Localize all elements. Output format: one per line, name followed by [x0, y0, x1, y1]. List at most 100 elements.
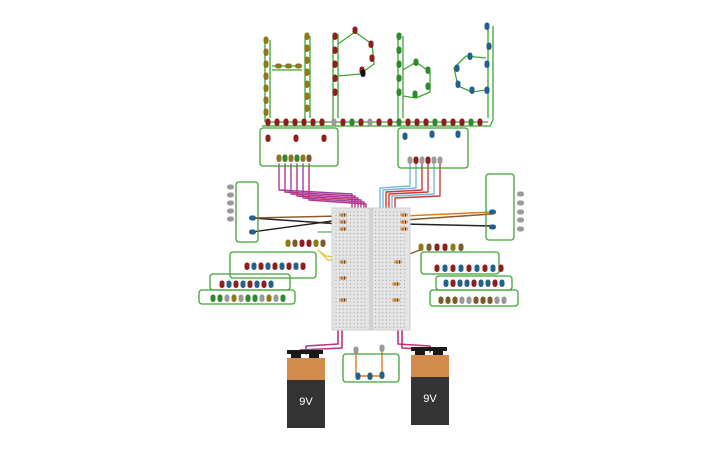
breadboard-hole: [364, 319, 366, 321]
breadboard-hole: [389, 233, 391, 235]
breadboard-hole: [378, 265, 380, 267]
led: [405, 118, 411, 126]
led: [517, 217, 524, 223]
led: [474, 264, 480, 272]
breadboard-hole: [360, 308, 362, 310]
battery-cap: [411, 355, 449, 377]
breadboard-hole: [335, 283, 337, 285]
breadboard-hole: [378, 301, 380, 303]
led: [283, 118, 289, 126]
breadboard-hole: [389, 319, 391, 321]
breadboard-hole: [396, 326, 398, 328]
led: [489, 209, 496, 215]
led: [413, 156, 419, 164]
breadboard-hole: [346, 312, 348, 314]
breadboard-hole: [346, 319, 348, 321]
breadboard-hole: [378, 240, 380, 242]
led: [286, 262, 292, 270]
resistor: [339, 298, 347, 302]
breadboard-hole: [400, 233, 402, 235]
led: [466, 296, 472, 304]
breadboard-hole: [339, 225, 341, 227]
breadboard-hole: [382, 247, 384, 249]
breadboard-hole: [339, 233, 341, 235]
led: [478, 279, 484, 287]
led: [231, 294, 237, 302]
breadboard-hole: [393, 247, 395, 249]
breadboard-hole: [335, 315, 337, 317]
breadboard-hole: [339, 269, 341, 271]
breadboard-hole: [339, 301, 341, 303]
led: [227, 192, 234, 198]
breadboard-hole: [396, 222, 398, 224]
breadboard-hole: [382, 294, 384, 296]
breadboard-hole: [378, 229, 380, 231]
breadboard-hole: [403, 308, 405, 310]
led-trace-outline: [429, 289, 519, 307]
breadboard-hole: [378, 308, 380, 310]
breadboard-hole: [385, 265, 387, 267]
led: [367, 118, 373, 126]
led: [396, 118, 402, 126]
breadboard-hole: [389, 229, 391, 231]
breadboard-hole: [385, 312, 387, 314]
breadboard-hole: [335, 233, 337, 235]
breadboard-hole: [375, 290, 377, 292]
breadboard-hole: [385, 233, 387, 235]
breadboard-hole: [378, 315, 380, 317]
breadboard-hole: [353, 261, 355, 263]
breadboard-hole: [389, 283, 391, 285]
breadboard-hole: [357, 305, 359, 307]
led: [288, 154, 294, 162]
led: [321, 134, 327, 142]
led-trace-outline: [235, 181, 259, 243]
breadboard-hole: [389, 247, 391, 249]
breadboard-hole: [403, 240, 405, 242]
breadboard-hole: [346, 240, 348, 242]
breadboard-hole: [353, 301, 355, 303]
breadboard-hole: [346, 254, 348, 256]
breadboard-hole: [349, 308, 351, 310]
breadboard-hole: [403, 211, 405, 213]
breadboard-hole: [364, 276, 366, 278]
breadboard-hole: [357, 236, 359, 238]
breadboard-hole: [385, 319, 387, 321]
wire: [251, 219, 341, 233]
led: [477, 118, 483, 126]
led: [490, 264, 496, 272]
breadboard-hole: [382, 315, 384, 317]
breadboard-hole: [389, 287, 391, 289]
breadboard-hole: [357, 243, 359, 245]
breadboard-hole: [342, 265, 344, 267]
led: [423, 118, 429, 126]
breadboard-hole: [364, 225, 366, 227]
breadboard-hole: [396, 276, 398, 278]
led: [457, 279, 463, 287]
breadboard-hole: [357, 233, 359, 235]
led: [360, 69, 366, 77]
breadboard-hole: [378, 312, 380, 314]
breadboard-hole: [403, 254, 405, 256]
led: [227, 216, 234, 222]
led: [432, 118, 438, 126]
breadboard-hole: [364, 265, 366, 267]
battery-terminal-cap: [287, 350, 323, 354]
breadboard-hole: [339, 254, 341, 256]
breadboard-hole: [339, 251, 341, 253]
breadboard-hole: [396, 265, 398, 267]
led: [238, 294, 244, 302]
breadboard-hole: [346, 290, 348, 292]
resistor: [394, 260, 402, 264]
led: [259, 294, 265, 302]
led: [407, 156, 413, 164]
breadboard-hole: [400, 283, 402, 285]
led: [331, 118, 337, 126]
breadboard-hole: [357, 279, 359, 281]
breadboard-hole: [393, 319, 395, 321]
breadboard-hole: [335, 323, 337, 325]
breadboard-hole: [360, 258, 362, 260]
breadboard-hole: [360, 218, 362, 220]
breadboard-hole: [349, 276, 351, 278]
breadboard-hole: [400, 326, 402, 328]
breadboard-hole: [375, 225, 377, 227]
